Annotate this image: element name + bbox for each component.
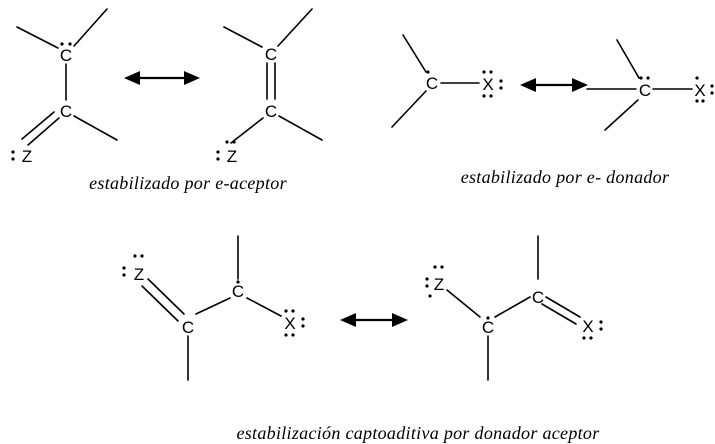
structure-captodative-resonance: Z C C X	[425, 235, 603, 381]
atom-z-anion: Z	[227, 147, 237, 166]
atom-z: Z	[22, 147, 32, 166]
resonance-arrow-2	[520, 78, 588, 92]
atom-c: C	[265, 45, 277, 64]
atom-c: C	[532, 288, 544, 307]
atom-c-anion: C	[639, 81, 651, 100]
atom-c: C	[60, 102, 72, 121]
atom-x-radical: X	[694, 81, 705, 100]
caption-captodative: estabilización captoaditiva por donador …	[236, 423, 600, 443]
atom-z: Z	[134, 265, 144, 284]
structure-donor-resonance: C X	[586, 39, 714, 131]
atom-c: C	[182, 318, 194, 337]
atom-c-radical: C	[482, 318, 494, 337]
resonance-arrow-3	[340, 313, 408, 327]
atom-x-cation: X	[582, 317, 593, 336]
atom-c: C	[265, 102, 277, 121]
atom-c-radical: C	[60, 46, 72, 65]
atom-c-radical: C	[232, 282, 244, 301]
resonance-arrow-1	[124, 71, 200, 85]
atom-c-radical: C	[426, 74, 438, 93]
structure-donor-radical: C X	[391, 34, 503, 128]
caption-donor: estabilizado por e- donador	[461, 167, 670, 187]
structure-acceptor-radical: C C Z	[11, 8, 118, 166]
atom-x: X	[284, 314, 295, 333]
structure-captodative-radical: Z C C X	[122, 235, 305, 381]
atom-x: X	[482, 75, 493, 94]
caption-acceptor: estabilizado por e-aceptor	[89, 173, 287, 193]
structure-acceptor-resonance: C C Z	[216, 8, 323, 166]
atom-z-radical: Z	[434, 275, 444, 294]
